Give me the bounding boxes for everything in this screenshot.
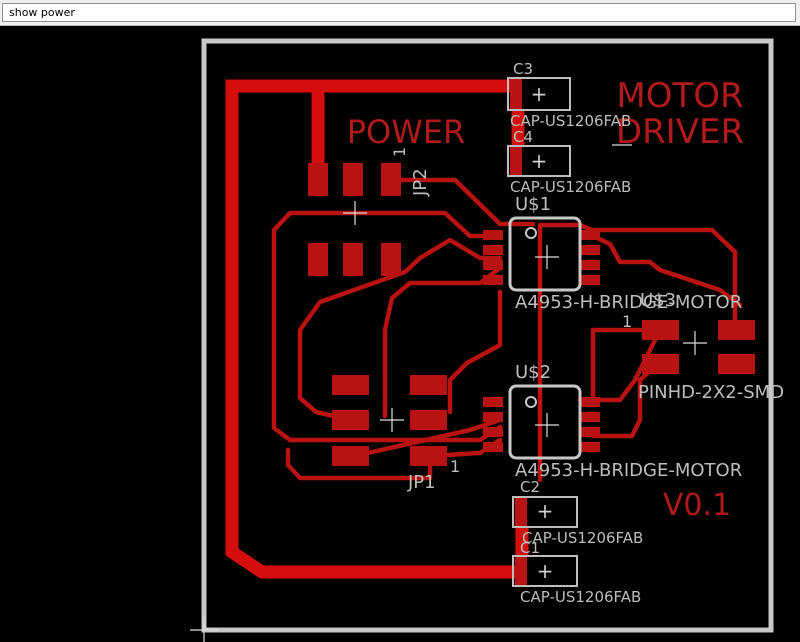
jp1-pin1: 1	[450, 457, 460, 476]
c1-body: +	[512, 555, 578, 587]
u2-name: U$2	[515, 362, 551, 383]
c2-body: +	[512, 496, 578, 528]
jp2-pin1: 1	[390, 147, 409, 157]
command-input[interactable]	[2, 3, 796, 22]
c2-name: C2	[520, 478, 540, 496]
origin-crosshairs	[190, 144, 707, 642]
u1-pads	[483, 230, 600, 285]
u1-body	[508, 216, 582, 292]
c3-body: +	[507, 77, 571, 111]
pcb-canvas[interactable]: + + + + MOTOR DRIVER POWER V0.1 C3 CAP-U…	[0, 26, 800, 642]
board-title-top: MOTOR	[616, 76, 743, 116]
c1-value: CAP-US1206FAB	[520, 588, 641, 606]
u3-value: PINHD-2X2-SMD	[638, 382, 784, 403]
command-bar	[0, 0, 800, 26]
u2-value: A4953-H-BRIDGE-MOTOR	[515, 460, 742, 481]
jp1-pads	[332, 375, 447, 466]
u2-body	[508, 384, 582, 460]
svg-text:+: +	[531, 149, 548, 173]
signal-traces	[271, 177, 743, 483]
jp1-name: JP1	[407, 472, 436, 493]
c3-name: C3	[513, 60, 533, 78]
board-title-bottom: DRIVER	[616, 112, 744, 152]
svg-text:+: +	[537, 499, 554, 523]
u1-name: U$1	[515, 194, 551, 215]
c2-value: CAP-US1206FAB	[522, 529, 643, 547]
svg-text:+: +	[531, 82, 548, 106]
c3-value: CAP-US1206FAB	[510, 112, 631, 130]
u3-name: U$3	[640, 290, 676, 311]
c4-value: CAP-US1206FAB	[510, 178, 631, 196]
jp2-name: JP2	[410, 168, 431, 197]
u2-pads	[483, 397, 600, 452]
c4-name: C4	[513, 128, 533, 146]
board-outline	[201, 38, 774, 633]
u1-value: A4953-H-BRIDGE-MOTOR	[515, 292, 742, 313]
c1-name: C1	[520, 539, 540, 557]
power-label: POWER	[347, 113, 466, 151]
u3-pin1: 1	[622, 312, 632, 331]
u3-pads	[642, 320, 755, 374]
jp2-pads	[308, 163, 401, 276]
version-label: V0.1	[663, 488, 731, 523]
svg-text:+: +	[537, 559, 554, 583]
c4-body: +	[507, 145, 571, 177]
